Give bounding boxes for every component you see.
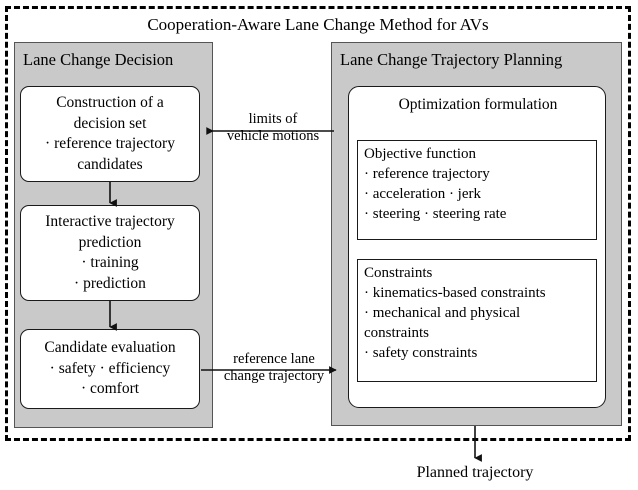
edge-label-limits-of-vehicle-motions: limits of vehicle motions: [214, 111, 332, 145]
box-line: · steering · steering rate: [364, 206, 507, 222]
box-interactive-trajectory-prediction: Interactive trajectory prediction · trai…: [20, 205, 200, 301]
box-line: · reference trajectory: [364, 166, 490, 182]
box-line: · kinematics-based constraints: [364, 285, 546, 301]
box-objective-function: Objective function · reference trajector…: [357, 140, 597, 240]
box-line: Construction of a: [56, 94, 164, 111]
box-line: candidates: [77, 155, 143, 173]
box-line: · training: [81, 254, 139, 271]
box-construction-of-decision-set: Construction of a decision set · referen…: [20, 86, 200, 182]
box-line: Candidate evaluation: [44, 339, 176, 357]
optimization-formulation-title: Optimization formulation: [398, 96, 558, 113]
box-line: · comfort: [80, 380, 140, 398]
box-line: Objective function: [364, 146, 477, 162]
box-line: · mechanical and physical: [364, 305, 521, 321]
box-line: · safety constraints: [364, 345, 478, 361]
box-line: · prediction: [74, 274, 146, 292]
panel-header-lane-change-decision: Lane Change Decision: [23, 50, 174, 69]
edge-label-line: limits of: [248, 111, 298, 127]
box-line: · reference trajectory: [45, 135, 175, 152]
diagram-title: Cooperation-Aware Lane Change Method for…: [147, 15, 489, 34]
output-label-planned-trajectory: Planned trajectory: [416, 464, 534, 481]
box-line: prediction: [78, 233, 142, 251]
box-line: decision set: [73, 114, 147, 132]
panel-header-lane-change-trajectory-planning: Lane Change Trajectory Planning: [340, 50, 563, 69]
box-candidate-evaluation: Candidate evaluation · safety · efficien…: [20, 329, 200, 409]
edge-label-reference-lane-change-trajectory: reference lane change trajectory: [214, 351, 334, 385]
box-line: · acceleration · jerk: [364, 186, 482, 202]
box-line: · safety · efficiency: [49, 359, 171, 377]
box-line: constraints: [364, 325, 429, 341]
edge-label-line: reference lane: [233, 351, 315, 367]
system-boundary-dashed-frame: [5, 6, 631, 441]
box-constraints: Constraints · kinematics-based constrain…: [357, 259, 597, 382]
box-line: Interactive trajectory: [45, 213, 175, 230]
edge-label-line: change trajectory: [223, 368, 325, 384]
edge-label-line: vehicle motions: [226, 128, 320, 144]
box-line: Constraints: [364, 265, 433, 281]
